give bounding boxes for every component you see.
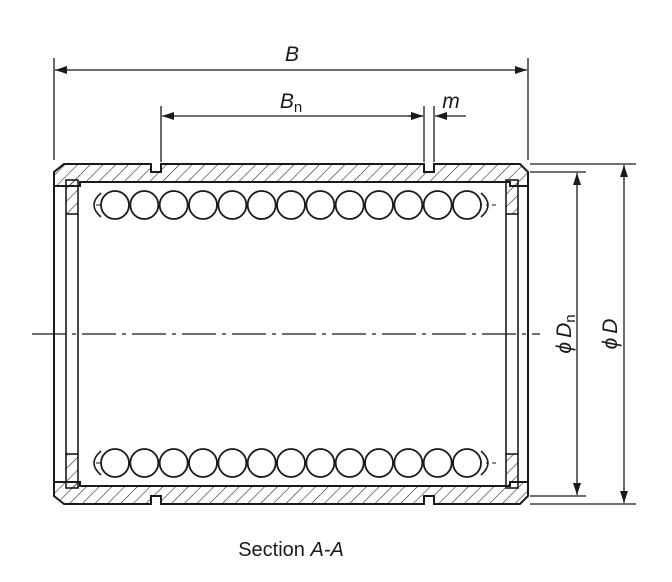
- section-caption: Section A-A: [238, 539, 344, 561]
- ball-return-curve: [93, 192, 102, 218]
- dimension-overall-length: [53, 58, 529, 160]
- ball: [305, 448, 336, 478]
- ball-return-curve: [480, 450, 489, 476]
- dimension-outer-diameter: [530, 163, 636, 505]
- ball: [129, 190, 160, 220]
- ball: [100, 448, 130, 478]
- ball: [129, 448, 160, 478]
- ball: [246, 448, 277, 478]
- ball: [452, 190, 482, 220]
- ball-return-curve: [480, 192, 489, 218]
- dimension-groove-spacing: [160, 106, 425, 162]
- ball: [422, 448, 453, 478]
- dimension-label-dn: ϕDn: [553, 314, 579, 353]
- ball: [158, 448, 189, 478]
- dimension-label-m: m: [442, 90, 460, 113]
- ball: [334, 448, 365, 478]
- ball: [246, 190, 277, 220]
- ball: [393, 190, 424, 220]
- ball-row-top: [93, 190, 496, 220]
- bottom-wall: [53, 481, 529, 505]
- right-lower-plate: [505, 453, 519, 489]
- ball: [188, 448, 218, 478]
- ball: [276, 448, 306, 478]
- dimension-groove-width: [408, 106, 466, 162]
- ball: [422, 190, 453, 220]
- left-lower-plate: [65, 453, 79, 489]
- ball: [393, 448, 424, 478]
- ball: [364, 190, 394, 220]
- dimension-groove-diameter: [530, 171, 586, 497]
- ball: [364, 448, 394, 478]
- dimension-label-bn: Bn: [280, 90, 302, 116]
- ball: [217, 448, 248, 478]
- ball: [305, 190, 336, 220]
- ball: [276, 190, 306, 220]
- right-upper-plate: [505, 179, 519, 215]
- ball: [217, 190, 248, 220]
- ball: [452, 448, 482, 478]
- dimension-label-b: B: [285, 43, 299, 66]
- ball-row-bottom: [93, 448, 496, 478]
- dimension-label-d: ϕD: [599, 319, 622, 350]
- left-upper-plate: [65, 179, 79, 215]
- ball: [100, 190, 130, 220]
- ball: [188, 190, 218, 220]
- ball-return-curve: [93, 450, 102, 476]
- top-wall: [53, 163, 529, 187]
- ball: [334, 190, 365, 220]
- ball: [158, 190, 189, 220]
